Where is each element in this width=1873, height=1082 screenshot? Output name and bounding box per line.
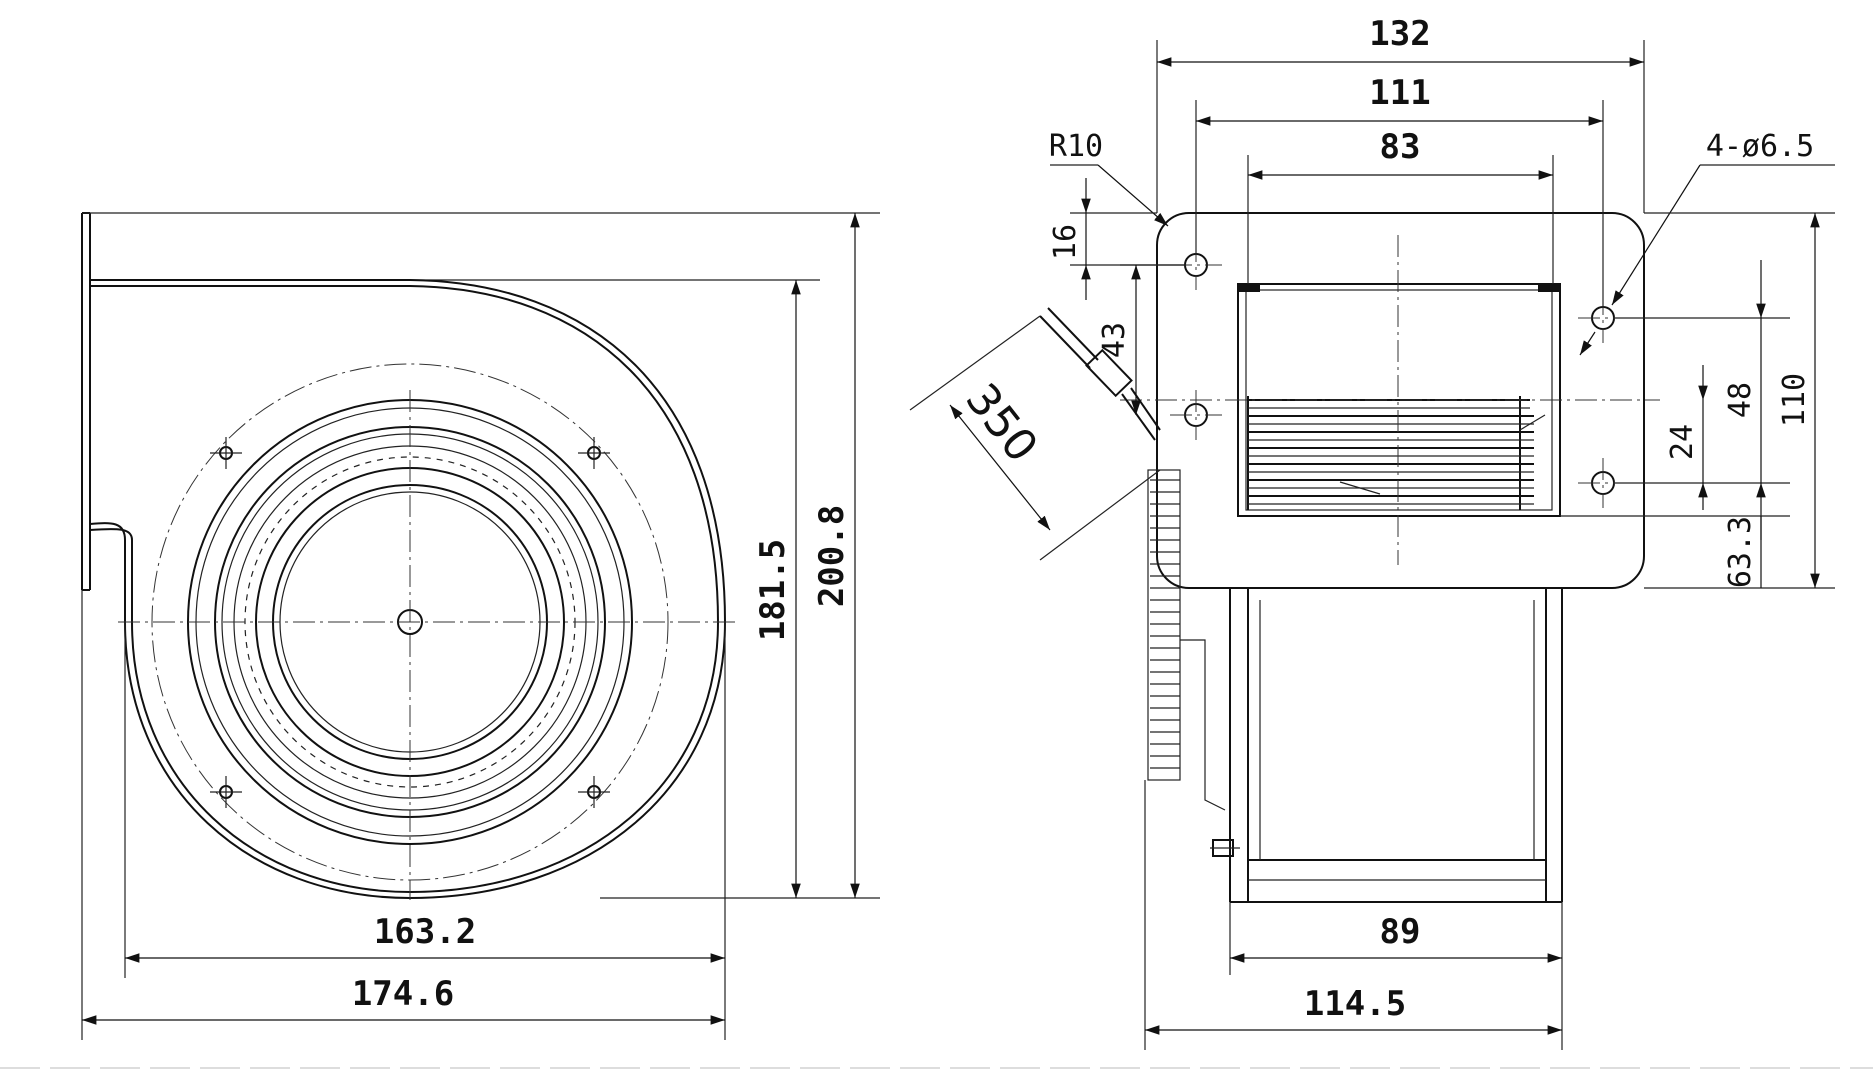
dim-110-label: 110 bbox=[1777, 373, 1812, 427]
dim-43-label: 43 bbox=[1097, 322, 1132, 358]
dim-181-5-label: 181.5 bbox=[753, 539, 793, 641]
dim-350-label: 350 bbox=[955, 374, 1047, 472]
dim-174-6-label: 174.6 bbox=[352, 974, 454, 1014]
side-view: 350 R10 4-ø6.5 132 111 bbox=[909, 14, 1835, 1050]
dim-16-label: 16 bbox=[1048, 224, 1083, 260]
dim-200-8-label: 200.8 bbox=[812, 505, 852, 607]
dim-174-6: 174.6 bbox=[82, 974, 725, 1025]
dim-110: 110 bbox=[1644, 212, 1835, 589]
dim-163-2: 163.2 bbox=[125, 912, 725, 963]
dim-83: 83 bbox=[1247, 127, 1554, 284]
dim-200-8: 200.8 bbox=[812, 213, 860, 898]
dim-43: 43 bbox=[1097, 264, 1185, 415]
dim-114-5-label: 114.5 bbox=[1304, 984, 1406, 1024]
dim-181-5: 181.5 bbox=[753, 280, 801, 898]
dim-89-label: 89 bbox=[1380, 912, 1421, 952]
dim-63-3: 63.3 bbox=[1560, 515, 1790, 588]
dim-48-label: 48 bbox=[1723, 382, 1758, 418]
dim-83-label: 83 bbox=[1380, 127, 1421, 167]
scroll-housing bbox=[89, 279, 727, 900]
dim-89: 89 bbox=[1229, 902, 1563, 1050]
dim-holes: 4-ø6.5 bbox=[1579, 129, 1835, 356]
dim-111-label: 111 bbox=[1369, 73, 1430, 113]
outlet-top-edge bbox=[82, 212, 880, 287]
body-screw bbox=[1210, 839, 1240, 857]
dim-132-label: 132 bbox=[1369, 14, 1430, 54]
dim-24-label: 24 bbox=[1665, 424, 1700, 460]
impeller-blades bbox=[1247, 396, 1546, 510]
dim-holes-label: 4-ø6.5 bbox=[1706, 129, 1814, 164]
dim-r10-label: R10 bbox=[1049, 129, 1103, 164]
dim-24: 24 bbox=[1665, 365, 1708, 510]
outlet-flange bbox=[81, 212, 91, 591]
dim-48: 48 bbox=[1615, 260, 1790, 540]
mounting-screws bbox=[210, 437, 610, 808]
dim-63-3-label: 63.3 bbox=[1723, 516, 1758, 588]
power-cable bbox=[1039, 307, 1161, 441]
dim-111: 111 bbox=[1195, 73, 1604, 307]
dim-114-5: 114.5 bbox=[1144, 780, 1562, 1050]
dim-16: 16 bbox=[1048, 178, 1185, 300]
front-view: 200.8 181.5 163.2 174.6 bbox=[81, 212, 880, 1040]
dim-163-2-label: 163.2 bbox=[374, 912, 476, 952]
blower-body bbox=[1229, 588, 1563, 903]
motor-fins bbox=[1147, 469, 1226, 811]
dim-r10: R10 bbox=[1049, 129, 1169, 227]
dim-132: 132 bbox=[1156, 14, 1645, 213]
